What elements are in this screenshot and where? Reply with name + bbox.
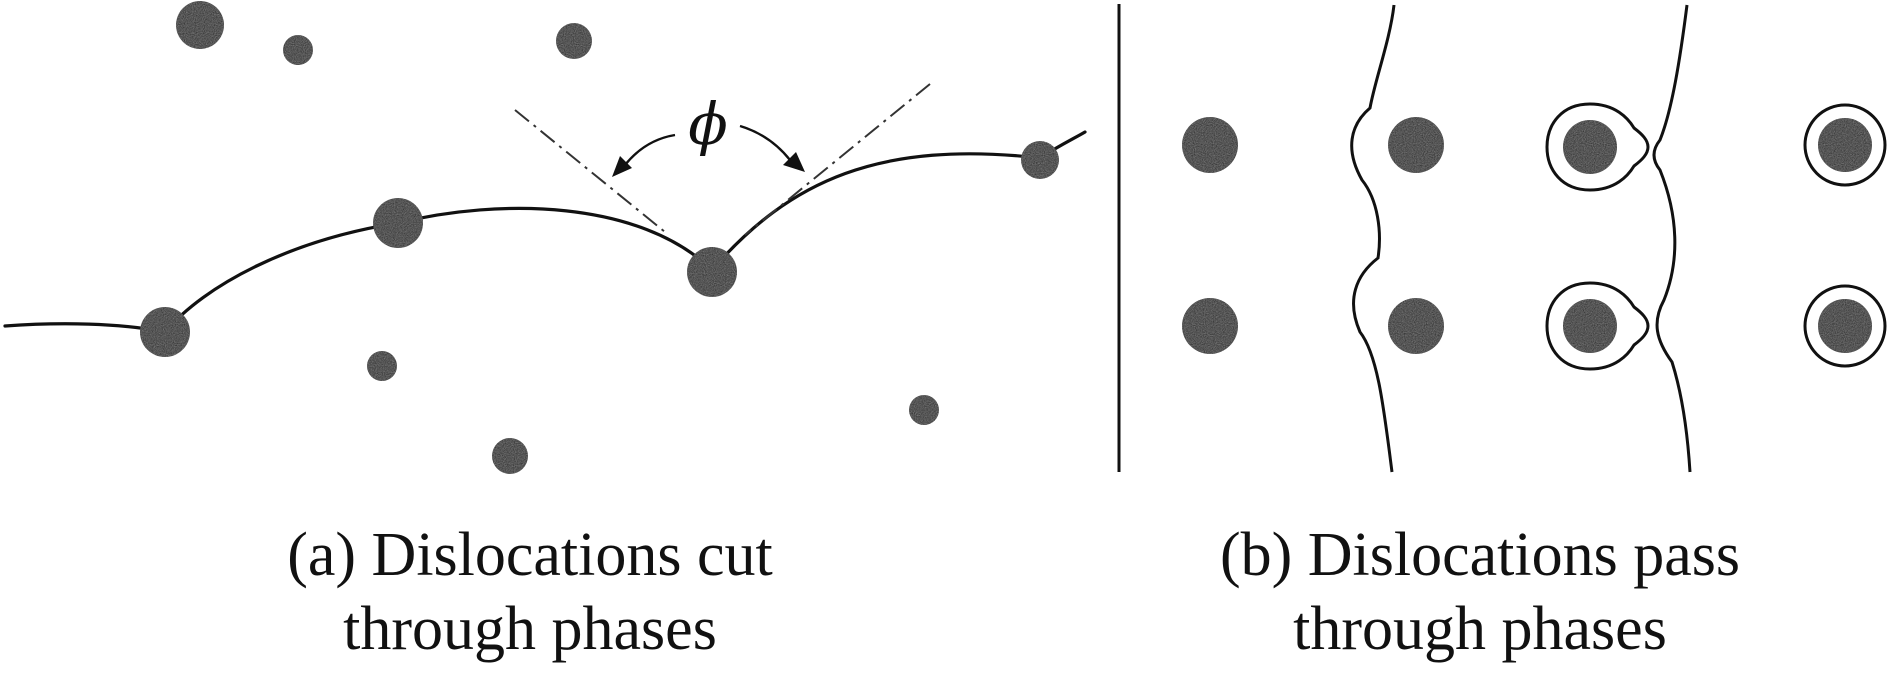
particle — [492, 438, 528, 474]
particle — [283, 35, 313, 65]
particle — [140, 307, 190, 357]
particle — [909, 395, 939, 425]
tangent-line-right — [744, 83, 931, 236]
particle — [687, 247, 737, 297]
particle — [1563, 299, 1617, 353]
angle-phi-label: ϕ — [688, 90, 728, 158]
dislocation-loop-closed — [1803, 284, 1887, 368]
angle-arrowhead-left — [612, 156, 632, 177]
dislocation-line-b1 — [1350, 4, 1396, 473]
particle — [556, 23, 592, 59]
panel-b — [1182, 4, 1887, 473]
dislocation-line-b2 — [1652, 4, 1692, 473]
dislocation-line-a — [3, 130, 1087, 334]
dislocation-loop-closed — [1803, 103, 1887, 187]
particle — [1182, 117, 1238, 173]
particles-b — [1182, 117, 1872, 354]
particle — [1563, 120, 1617, 174]
caption-a-line-1: (a) Dislocations cut — [287, 521, 773, 589]
angle-arc-left — [624, 133, 676, 166]
particle — [1182, 298, 1238, 354]
angle-arrowhead-right — [783, 152, 805, 172]
particle — [1021, 141, 1059, 179]
particle — [367, 351, 397, 381]
caption-b-line-2: through phases — [1293, 595, 1667, 663]
particle — [373, 198, 423, 248]
particle — [1388, 117, 1444, 173]
caption-panel-a: (a) Dislocations cut through phases — [150, 518, 910, 666]
dislocation-loop-forming — [1545, 281, 1650, 371]
caption-panel-b: (b) Dislocations pass through phases — [1100, 518, 1860, 666]
particle — [176, 1, 224, 49]
particles-a — [140, 1, 1059, 474]
caption-a-line-2: through phases — [343, 595, 717, 663]
particle — [1818, 299, 1872, 353]
angle-arc-right — [739, 124, 791, 161]
caption-b-line-1: (b) Dislocations pass — [1219, 521, 1741, 589]
particle — [1388, 298, 1444, 354]
particle — [1818, 118, 1872, 172]
panel-a: ϕ — [3, 1, 1087, 474]
dislocation-loop-forming — [1545, 102, 1650, 192]
